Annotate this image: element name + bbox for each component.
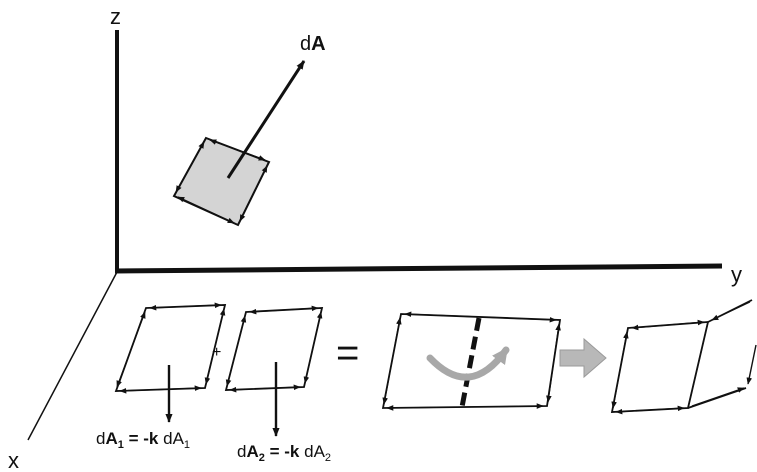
normal-vector-da <box>226 60 306 179</box>
combined-patch <box>381 311 562 411</box>
folded-patches <box>610 299 757 415</box>
patch-2 <box>224 305 324 393</box>
plus-sign: + <box>212 344 221 361</box>
block-arrow <box>559 337 607 379</box>
curved-arrow <box>426 346 510 381</box>
shared-edge <box>459 317 482 408</box>
z-axis-label: z <box>110 4 121 29</box>
x-axis-label: x <box>8 448 19 472</box>
y-axis-label: y <box>731 262 742 287</box>
normal-vector-label: dA <box>300 33 326 55</box>
fold-edge <box>687 321 709 409</box>
y-axis <box>114 263 723 274</box>
x-axis <box>27 271 118 441</box>
patch-1 <box>114 302 227 394</box>
da2-equation: dA2 = -k dA2 <box>237 442 331 464</box>
equals-sign: = <box>336 331 359 375</box>
da1-equation: dA1 = -k dA1 <box>96 429 190 451</box>
surface-patch-da <box>172 136 271 227</box>
